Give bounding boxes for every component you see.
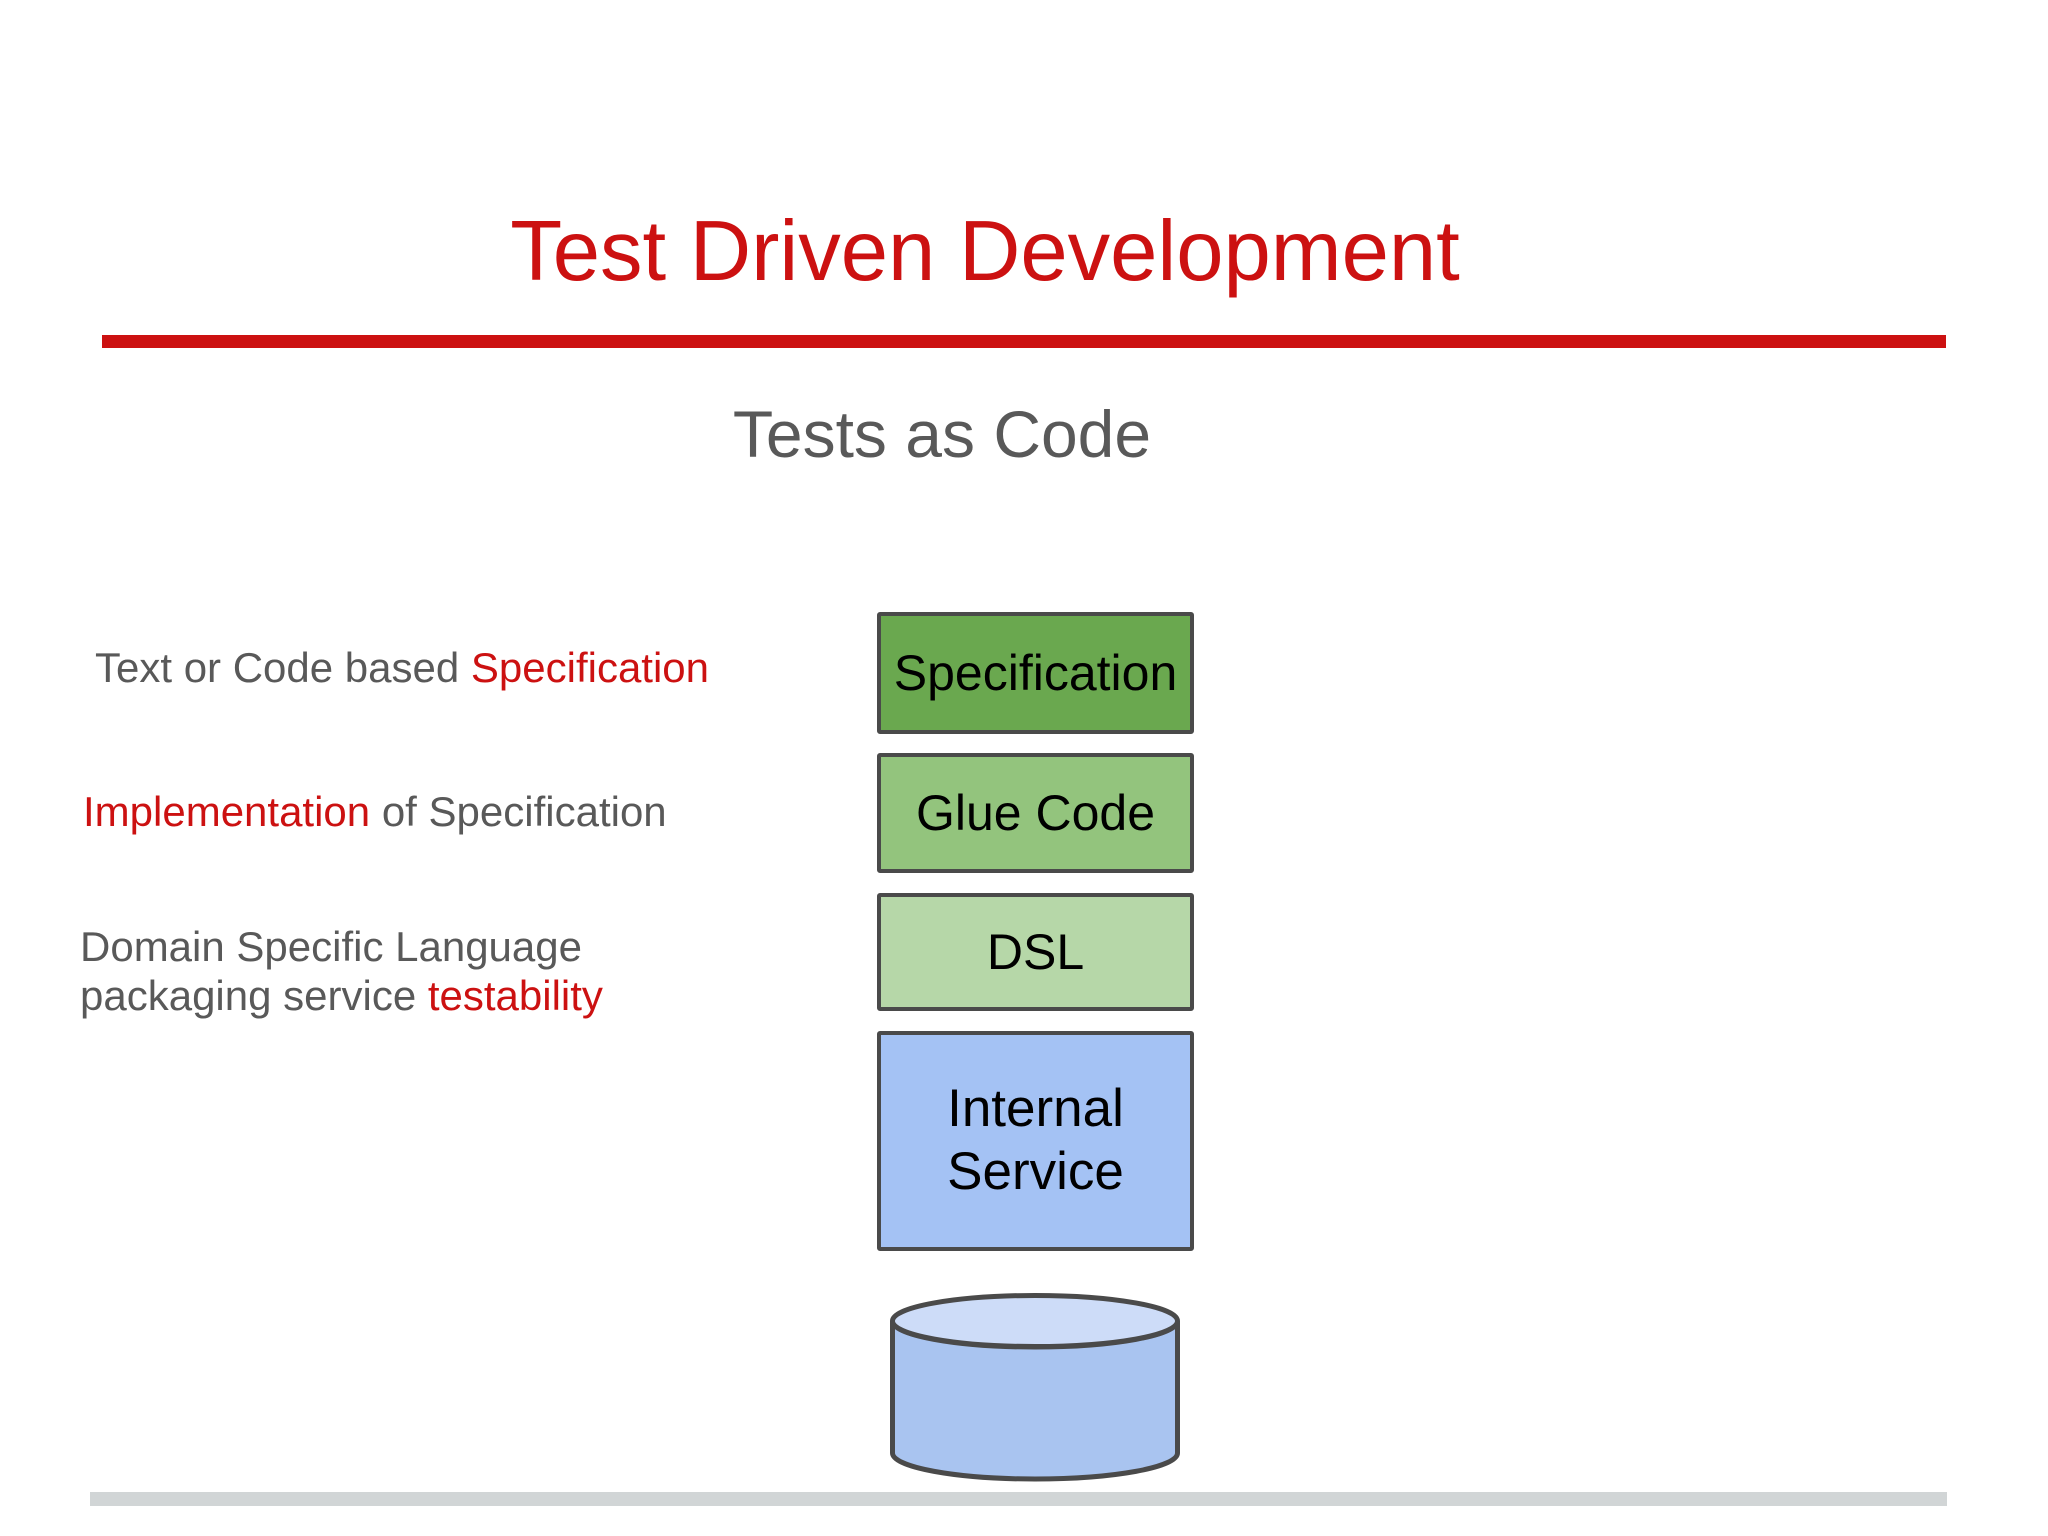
annotation-specification: Text or Code based Specification xyxy=(95,643,709,692)
stack-box-glue-code: Glue Code xyxy=(877,753,1194,873)
title-divider-line xyxy=(102,335,1946,348)
footer-bar xyxy=(90,1492,1947,1506)
stack-box-internal-service: Internal Service xyxy=(877,1031,1194,1251)
stack-box-dsl: DSL xyxy=(877,893,1194,1011)
annotation-red-text: Implementation xyxy=(83,788,371,835)
slide-title: Test Driven Development xyxy=(510,204,1460,299)
annotation-red-text: Specification xyxy=(470,644,710,691)
annotation-implementation: Implementation of Specification xyxy=(83,787,667,836)
database-cylinder-top xyxy=(890,1293,1180,1349)
stack-box-specification: Specification xyxy=(877,612,1194,734)
annotation-gray-text: Domain Specific Language packaging servi… xyxy=(80,923,582,1019)
database-cylinder-icon xyxy=(890,1293,1180,1482)
annotation-dsl-testability: Domain Specific Language packaging servi… xyxy=(80,922,640,1020)
annotation-red-text: testability xyxy=(427,972,603,1019)
slide-subtitle: Tests as Code xyxy=(732,397,1152,471)
annotation-gray-text: Text or Code based xyxy=(95,644,471,691)
annotation-gray-text: of Specification xyxy=(370,788,667,835)
